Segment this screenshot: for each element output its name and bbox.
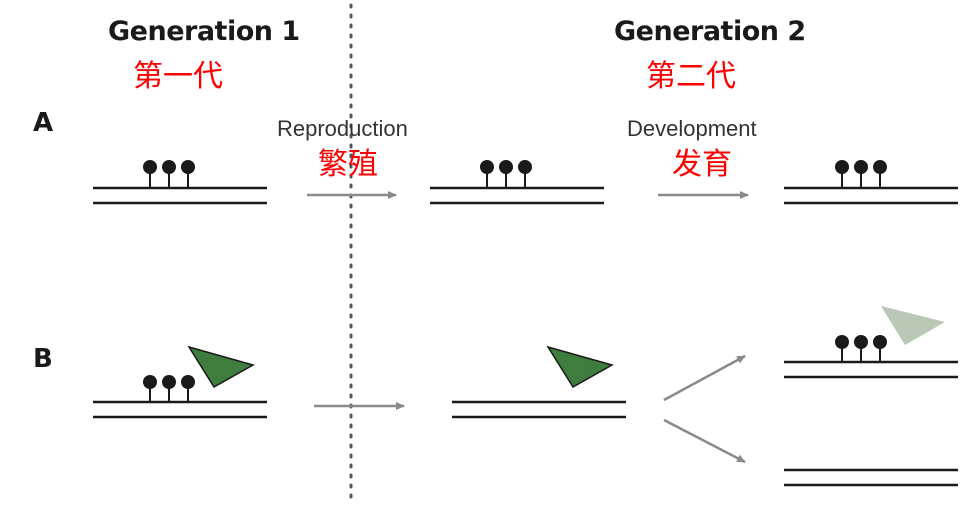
row-label-b: B: [33, 344, 53, 374]
row-a-gen1-dna: [93, 186, 267, 205]
reproduction-label-cn: 繁殖: [318, 147, 378, 182]
generation-2-title: Generation 2: [614, 16, 806, 47]
row-a-gen1-methyl-marks: [143, 160, 195, 188]
row-b-gen2-factor-triangle: [546, 345, 614, 389]
row-b-gen1-dna: [93, 400, 267, 419]
generation-2-title-cn: 第二代: [646, 59, 736, 94]
reproduction-label: Reproduction: [277, 116, 408, 141]
row-label-a: A: [33, 108, 54, 138]
row-b-gen2-lower-dna: [784, 468, 958, 487]
row-b-gen1-factor-triangle: [187, 345, 255, 389]
row-b-faded-factor-triangle: [881, 306, 945, 345]
row-b-development-arrow-down: [663, 418, 746, 464]
row-b-gen2-upper-dna: [784, 360, 958, 379]
row-b-gen2-dna: [452, 400, 626, 419]
row-b-development-arrow-up: [663, 354, 746, 402]
row-a-gen2-dna: [430, 186, 604, 205]
row-b-gen2-upper-methyl-marks: [835, 335, 887, 362]
generation-1-title-cn: 第一代: [133, 59, 223, 94]
development-label: Development: [627, 116, 757, 141]
row-a-gen2-methyl-marks: [480, 160, 532, 188]
row-b-gen1-methyl-marks: [143, 375, 195, 402]
row-a-gen2-developed-methyl-marks: [835, 160, 887, 188]
generation-1-title: Generation 1: [108, 16, 300, 47]
development-label-cn: 发育: [672, 147, 732, 182]
row-a-gen2-developed-dna: [784, 186, 958, 205]
